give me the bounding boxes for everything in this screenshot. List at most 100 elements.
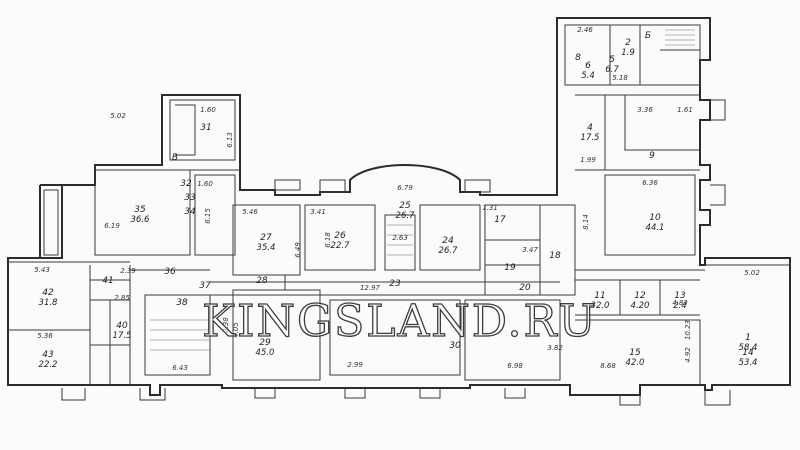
interior-walls: [8, 24, 790, 385]
dimension-label: 2.85: [114, 294, 130, 302]
dimension-label: 5.46: [242, 208, 258, 216]
room-number-10: 10: [649, 213, 661, 223]
room-number-26: 26: [334, 231, 346, 241]
dimension-label: 1.60: [197, 180, 213, 188]
room-number-17: 17: [494, 215, 506, 225]
room-area-4: 17.5: [581, 133, 600, 143]
room-number-31: 31: [200, 123, 211, 133]
room-number-24: 24: [442, 236, 454, 246]
bay-protrusions: [61, 99, 731, 406]
room-number-11: 11: [594, 291, 605, 301]
dimension-label: 5.18: [612, 74, 628, 82]
room-area-26: 22.7: [331, 241, 351, 251]
dimension-label: 3.82: [547, 344, 563, 352]
room-number-25: 25: [399, 201, 411, 211]
room-area-27: 35.4: [257, 243, 276, 253]
room-number-27: 27: [260, 233, 272, 243]
dimension-label: 2.99: [347, 361, 363, 369]
room-number-40: 40: [116, 321, 128, 331]
room-number-18: 18: [549, 251, 561, 261]
room-number-43: 43: [42, 350, 54, 360]
dimension-label: 1.31: [482, 204, 498, 212]
dimension-label: 1.60: [200, 106, 216, 114]
room-area-10: 44.1: [646, 223, 665, 233]
room-number-29: 29: [259, 338, 271, 348]
room-area-42: 31.8: [39, 298, 59, 308]
dimension-label: 4.92: [684, 347, 692, 363]
letter-labels: Б В 9 8: [172, 31, 655, 163]
dimension-label: 6.19: [104, 222, 120, 230]
room-number-38: 38: [176, 298, 188, 308]
dimension-label: 2.39: [120, 267, 136, 275]
letter-mark: Б: [645, 31, 651, 41]
room-area-11: 32.0: [591, 301, 610, 311]
room-labels: 158.421.9417.556.765.41044.11132.0124.20…: [39, 38, 758, 370]
room-area-6: 5.4: [581, 71, 595, 81]
room-number-15: 15: [629, 348, 641, 358]
room-number-13: 13: [674, 291, 686, 301]
dimension-label: 6.15: [204, 208, 212, 224]
room-number-36: 36: [164, 267, 176, 277]
room-number-35: 35: [134, 205, 146, 215]
dimension-label: 3.47: [522, 246, 538, 254]
room-area-13: 2.4: [673, 301, 687, 311]
room-number-6: 6: [585, 61, 591, 71]
site-watermark: KINGSLAND.RU: [202, 296, 598, 347]
room-number-19: 19: [504, 263, 516, 273]
room-number-30: 30: [449, 341, 461, 351]
dimension-label: 8.14: [582, 214, 590, 230]
room-area-29: 45.0: [256, 348, 275, 358]
dimension-label: 5.36: [37, 332, 53, 340]
dimension-label: 10.23: [684, 320, 692, 340]
dimension-label: 3.36: [637, 106, 653, 114]
letter-mark: 8: [575, 53, 581, 63]
dimension-label: 1.99: [580, 156, 596, 164]
dimension-label: 3.41: [310, 208, 326, 216]
dimension-label: 6.79: [397, 184, 413, 192]
dimension-label: 8.68: [600, 362, 616, 370]
room-number-41: 41: [102, 276, 113, 286]
room-number-14: 14: [742, 348, 754, 358]
room-area-14: 53.4: [739, 358, 758, 368]
dimension-label: 6.13: [226, 132, 234, 148]
dimension-label: 4.05: [232, 322, 240, 338]
room-number-12: 12: [634, 291, 646, 301]
dimension-label: 5.02: [744, 269, 760, 277]
room-area-35: 36.6: [131, 215, 151, 225]
dimension-label: 5.43: [34, 266, 50, 274]
dimension-label: 5.02: [110, 112, 126, 120]
dimension-label: 2.63: [392, 234, 408, 242]
letter-mark: 9: [649, 151, 655, 161]
room-area-2: 1.9: [621, 48, 635, 58]
room-area-25: 26.7: [396, 211, 416, 221]
room-number-37: 37: [199, 281, 211, 291]
dimension-label: 6.18: [324, 232, 332, 248]
room-area-15: 42.0: [626, 358, 645, 368]
room-number-4: 4: [587, 123, 593, 133]
room-number-2: 2: [625, 38, 631, 48]
room-number-28: 28: [256, 276, 268, 286]
room-number-5: 5: [609, 55, 615, 65]
dimension-label: 6.49: [294, 242, 302, 258]
dimension-label: 2.38: [222, 317, 230, 333]
room-area-24: 26.7: [439, 246, 459, 256]
dimension-label: 1.61: [677, 106, 693, 114]
dimension-label: 6.98: [507, 362, 523, 370]
dimension-label: 2.46: [577, 26, 593, 34]
room-number-33: 33: [184, 193, 196, 203]
room-area-1: 58.4: [739, 343, 758, 353]
room-area-5: 6.7: [605, 65, 619, 75]
dimension-label: 12.97: [360, 284, 381, 292]
room-number-34: 34: [184, 207, 196, 217]
room-area-43: 22.2: [39, 360, 58, 370]
dimension-label: 4.83: [672, 299, 688, 307]
room-number-20: 20: [519, 283, 531, 293]
room-number-23: 23: [389, 279, 401, 289]
room-area-40: 17.5: [113, 331, 132, 341]
dimension-label: 6.43: [172, 364, 188, 372]
letter-mark: В: [172, 153, 178, 163]
room-area-12: 4.20: [631, 301, 650, 311]
